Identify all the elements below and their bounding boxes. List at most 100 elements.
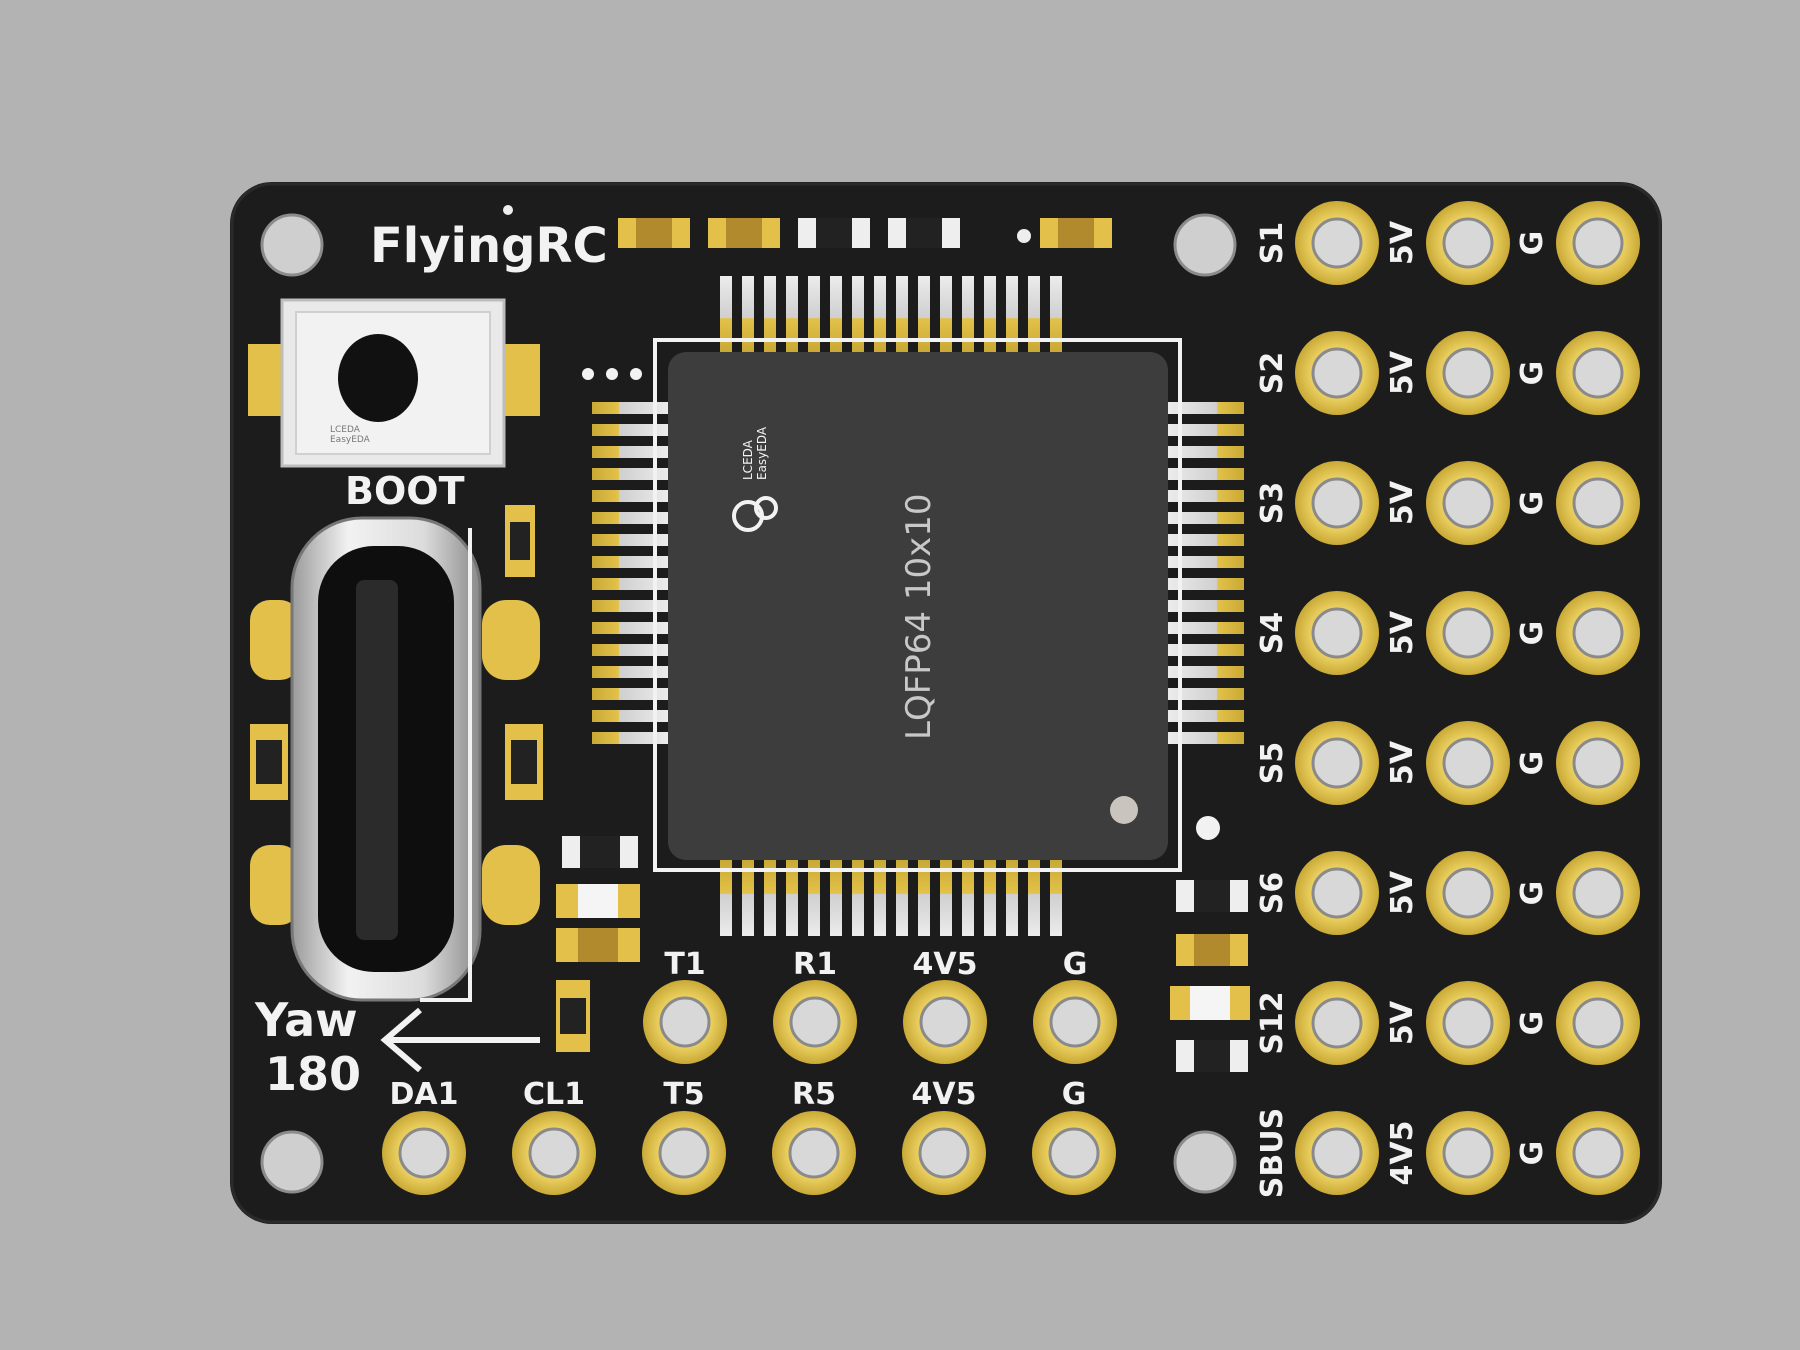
- chip-pin: [1168, 512, 1244, 524]
- pad-label-power: 5V: [1385, 1000, 1420, 1045]
- pad-signal[interactable]: [1295, 591, 1379, 675]
- pad-hole: [1048, 1127, 1100, 1179]
- pad-ground[interactable]: [1556, 461, 1640, 545]
- yaw-label: Yaw: [254, 993, 358, 1047]
- chip-pin: [984, 860, 996, 936]
- pad-uart-lower[interactable]: [642, 1111, 726, 1195]
- chip-pin: [1006, 276, 1018, 352]
- pad-power[interactable]: [1426, 201, 1510, 285]
- chip-pin: [592, 622, 668, 634]
- chip-pin: [984, 276, 996, 352]
- chip-pin: [592, 556, 668, 568]
- chip-pins-top: [720, 276, 1062, 352]
- pad-power[interactable]: [1426, 981, 1510, 1065]
- chip-pin: [786, 860, 798, 936]
- button-logo-text-2: EasyEDA: [330, 435, 371, 445]
- chip-pins-right: [1168, 402, 1244, 744]
- pad-label-power: 5V: [1385, 480, 1420, 525]
- usb-outline: [420, 528, 472, 1002]
- pad-hole: [919, 996, 971, 1048]
- chip-pin: [592, 512, 668, 524]
- chip-pin: [592, 468, 668, 480]
- chip-pin: [764, 276, 776, 352]
- pad-signal[interactable]: [1295, 331, 1379, 415]
- pad-label-signal: S12: [1255, 991, 1290, 1054]
- pad-uart-lower[interactable]: [902, 1111, 986, 1195]
- pad-ground[interactable]: [1556, 331, 1640, 415]
- chip-pin: [1168, 644, 1244, 656]
- chip-pin: [592, 446, 668, 458]
- pad-power[interactable]: [1426, 331, 1510, 415]
- pad-signal[interactable]: [1295, 851, 1379, 935]
- pad-label-signal: S3: [1255, 482, 1290, 524]
- pad-uart-lower[interactable]: [772, 1111, 856, 1195]
- pad-power[interactable]: [1426, 591, 1510, 675]
- usb-c-connector[interactable]: [250, 516, 543, 1002]
- pad-label: CL1: [523, 1077, 585, 1112]
- pad-power[interactable]: [1426, 721, 1510, 805]
- pad-power[interactable]: [1426, 1111, 1510, 1195]
- pad-label-ground: G: [1515, 1011, 1550, 1036]
- pad-uart-upper[interactable]: [643, 980, 727, 1064]
- pad-uart-lower[interactable]: [512, 1111, 596, 1195]
- pad-signal[interactable]: [1295, 201, 1379, 285]
- chip-pin: [940, 860, 952, 936]
- chip-pin: [786, 276, 798, 352]
- pad-uart-lower[interactable]: [382, 1111, 466, 1195]
- pad-label-power: 5V: [1385, 740, 1420, 785]
- chip-pin: [592, 644, 668, 656]
- chip-pin: [1168, 402, 1244, 414]
- chip-pin: [1168, 600, 1244, 612]
- chip-pin: [1168, 688, 1244, 700]
- pad-uart-upper[interactable]: [773, 980, 857, 1064]
- chip-pins-bottom: [720, 860, 1062, 936]
- chip-pin: [720, 276, 732, 352]
- pad-signal[interactable]: [1295, 461, 1379, 545]
- pad-hole: [789, 996, 841, 1048]
- chip-pin: [1028, 860, 1040, 936]
- pad-power[interactable]: [1426, 851, 1510, 935]
- pad-hole: [1572, 347, 1624, 399]
- pad-ground[interactable]: [1556, 981, 1640, 1065]
- pad-power[interactable]: [1426, 461, 1510, 545]
- yaw-value-label: 180: [265, 1047, 361, 1101]
- pad-label-power: 4V5: [1385, 1121, 1420, 1186]
- pad-hole: [528, 1127, 580, 1179]
- chip-pin: [1168, 556, 1244, 568]
- pad-hole: [1311, 217, 1363, 269]
- chip-pin: [592, 732, 668, 744]
- chip-pin: [1168, 446, 1244, 458]
- chip-pin: [1168, 666, 1244, 678]
- pad-hole: [1572, 1127, 1624, 1179]
- pad-hole: [918, 1127, 970, 1179]
- pad-label-ground: G: [1515, 1141, 1550, 1166]
- pad-label-ground: G: [1515, 491, 1550, 516]
- pad-ground[interactable]: [1556, 1111, 1640, 1195]
- chip-pin: [1050, 276, 1062, 352]
- pad-signal[interactable]: [1295, 721, 1379, 805]
- pad-signal[interactable]: [1295, 981, 1379, 1065]
- pad-ground[interactable]: [1556, 721, 1640, 805]
- pad-uart-lower[interactable]: [1032, 1111, 1116, 1195]
- chip-pin: [720, 860, 732, 936]
- chip-pin: [852, 276, 864, 352]
- chip-pin: [1168, 534, 1244, 546]
- pad-ground[interactable]: [1556, 851, 1640, 935]
- pad-uart-upper[interactable]: [903, 980, 987, 1064]
- pad-ground[interactable]: [1556, 591, 1640, 675]
- smd-components-right-chip: [1170, 880, 1250, 1072]
- chip-pin: [1168, 732, 1244, 744]
- pad-label-ground: G: [1515, 751, 1550, 776]
- pad-hole: [1442, 607, 1494, 659]
- pad-uart-upper[interactable]: [1033, 980, 1117, 1064]
- boot-button[interactable]: LCEDA EasyEDA: [248, 298, 540, 468]
- chip-pin: [764, 860, 776, 936]
- chip-pin: [896, 860, 908, 936]
- chip-pin: [918, 276, 930, 352]
- chip-pin: [1168, 578, 1244, 590]
- pad-signal[interactable]: [1295, 1111, 1379, 1195]
- pad-ground[interactable]: [1556, 201, 1640, 285]
